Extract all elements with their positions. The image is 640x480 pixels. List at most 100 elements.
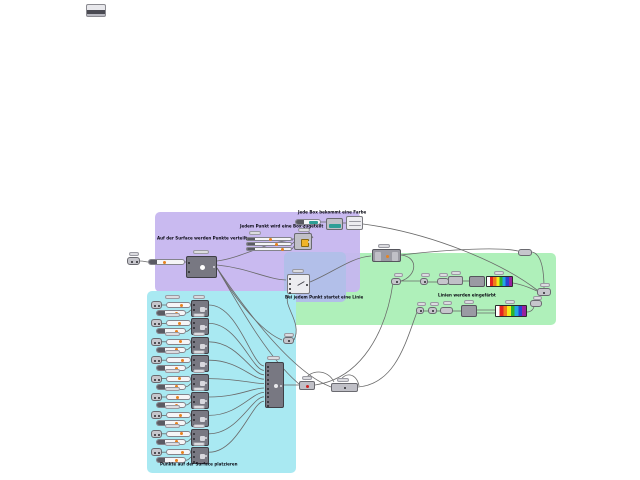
- row1-remap-component[interactable]: [448, 276, 463, 285]
- row1-gradient-component[interactable]: [486, 276, 513, 287]
- row-param-node[interactable]: [151, 374, 162, 383]
- center-box-component[interactable]: [294, 233, 312, 250]
- slider-knob[interactable]: [281, 247, 284, 251]
- input-port[interactable]: [289, 288, 291, 290]
- row-u-slider[interactable]: [166, 357, 191, 364]
- populate-geometry-component[interactable]: [186, 256, 217, 278]
- row2-length-node[interactable]: [440, 307, 453, 314]
- curve-node[interactable]: [299, 381, 315, 390]
- row-u-slider[interactable]: [166, 412, 191, 419]
- slider-knob[interactable]: [175, 329, 178, 333]
- slider-knob[interactable]: [175, 366, 178, 370]
- canvas-toolbox-widget[interactable]: [86, 4, 106, 17]
- row1-start-node[interactable]: [391, 278, 401, 285]
- row1-param-node[interactable]: [420, 278, 428, 285]
- input-port[interactable]: [193, 419, 195, 422]
- input-port[interactable]: [193, 364, 195, 367]
- box-size-slider-x[interactable]: [246, 237, 292, 241]
- slider-knob[interactable]: [175, 348, 178, 352]
- output-port[interactable]: [213, 266, 215, 268]
- input-port[interactable]: [188, 271, 190, 273]
- input-port[interactable]: [193, 401, 195, 403]
- slider-knob[interactable]: [176, 395, 179, 399]
- slider-knob[interactable]: [175, 403, 178, 407]
- surface-param-node[interactable]: [127, 257, 140, 265]
- color-component[interactable]: [326, 218, 343, 230]
- slider-knob[interactable]: [175, 458, 178, 462]
- slider-knob[interactable]: [269, 237, 272, 241]
- row-param-node[interactable]: [151, 429, 162, 438]
- color-output-node[interactable]: [530, 300, 542, 307]
- row-u-slider[interactable]: [166, 394, 191, 400]
- output-port[interactable]: [205, 418, 207, 421]
- input-port[interactable]: [193, 359, 195, 362]
- slider-knob[interactable]: [180, 303, 183, 307]
- slider-knob[interactable]: [181, 358, 184, 362]
- output-port[interactable]: [205, 344, 207, 347]
- input-port[interactable]: [267, 383, 269, 386]
- row-u-slider[interactable]: [166, 375, 191, 382]
- input-port[interactable]: [193, 432, 195, 435]
- point-relay-node[interactable]: [283, 337, 294, 344]
- input-port[interactable]: [193, 382, 195, 385]
- input-port[interactable]: [267, 396, 269, 399]
- color-range-slider[interactable]: [295, 219, 321, 225]
- input-port[interactable]: [193, 461, 195, 464]
- slider-knob[interactable]: [181, 450, 184, 454]
- row-param-node[interactable]: [151, 337, 162, 346]
- output-port[interactable]: [280, 385, 282, 387]
- input-port[interactable]: [193, 327, 195, 330]
- input-port[interactable]: [267, 387, 269, 390]
- row-param-node[interactable]: [151, 393, 162, 401]
- input-port[interactable]: [188, 262, 190, 264]
- row-v-slider[interactable]: [156, 457, 186, 464]
- line-builder-component[interactable]: [372, 249, 401, 262]
- slider-knob[interactable]: [275, 242, 278, 246]
- row-param-node[interactable]: [151, 411, 162, 420]
- input-port[interactable]: [267, 369, 269, 372]
- row2-remap-component[interactable]: [461, 305, 477, 317]
- slider-knob[interactable]: [163, 260, 166, 264]
- row-u-slider[interactable]: [166, 302, 191, 308]
- merge-component[interactable]: [265, 362, 284, 408]
- evaluate-surface-component[interactable]: [191, 447, 209, 465]
- input-port[interactable]: [193, 345, 195, 348]
- box-size-slider-z[interactable]: [246, 247, 292, 251]
- output-port[interactable]: [205, 400, 207, 402]
- output-port[interactable]: [205, 381, 207, 384]
- output-port[interactable]: [205, 436, 207, 439]
- input-port[interactable]: [193, 309, 195, 311]
- slider-knob[interactable]: [178, 321, 181, 325]
- row-u-slider[interactable]: [166, 338, 191, 345]
- input-port[interactable]: [289, 278, 291, 280]
- top-right-relay-node[interactable]: [518, 249, 532, 256]
- box-size-slider-y[interactable]: [246, 242, 292, 246]
- row-u-slider[interactable]: [166, 449, 191, 456]
- row2-param-node[interactable]: [428, 307, 437, 314]
- input-port[interactable]: [193, 451, 195, 454]
- input-port[interactable]: [267, 405, 269, 408]
- line-output-node[interactable]: [537, 288, 551, 296]
- input-port[interactable]: [267, 378, 269, 381]
- output-port[interactable]: [205, 326, 207, 329]
- line-sdl-component[interactable]: [287, 274, 310, 294]
- input-port[interactable]: [289, 292, 291, 294]
- slider-knob[interactable]: [175, 440, 178, 444]
- row1-range-component[interactable]: [469, 276, 485, 287]
- input-port[interactable]: [193, 304, 195, 306]
- input-port[interactable]: [193, 340, 195, 343]
- input-port[interactable]: [193, 437, 195, 440]
- input-port[interactable]: [193, 456, 195, 459]
- row-param-node[interactable]: [151, 356, 162, 365]
- input-port[interactable]: [193, 396, 195, 398]
- input-port[interactable]: [193, 377, 195, 380]
- input-port[interactable]: [193, 414, 195, 417]
- slider-knob[interactable]: [175, 311, 178, 315]
- slider-knob[interactable]: [178, 377, 181, 381]
- input-port[interactable]: [267, 374, 269, 377]
- preview-grid-node[interactable]: [346, 216, 363, 230]
- row-u-slider[interactable]: [166, 320, 191, 327]
- input-port[interactable]: [267, 400, 269, 403]
- input-port[interactable]: [267, 391, 269, 394]
- populate-count-slider[interactable]: [148, 259, 185, 265]
